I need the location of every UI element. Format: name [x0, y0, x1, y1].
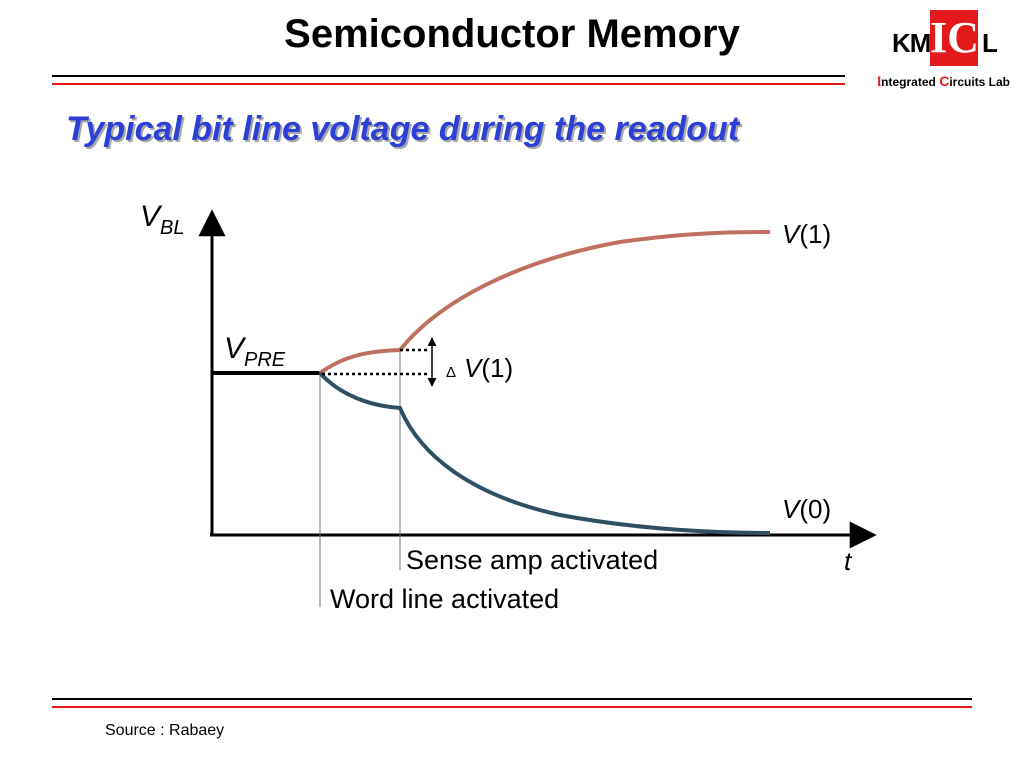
- logo-l: L: [982, 28, 998, 58]
- word-line-label: Word line activated: [330, 584, 559, 614]
- logo-km: KM: [892, 28, 931, 58]
- v0-label: V(0): [782, 494, 831, 524]
- sense-amp-label: Sense amp activated: [406, 545, 658, 575]
- x-axis-label: t: [844, 546, 853, 576]
- v1-label: V(1): [782, 219, 831, 249]
- y-axis-label: VBL: [140, 200, 184, 239]
- source-citation: Source : Rabaey: [105, 722, 225, 739]
- vpre-label: VPRE: [224, 332, 286, 371]
- kmicl-logo: KM IC L: [892, 8, 1010, 70]
- v0-curve: [318, 371, 771, 535]
- v1-curve: [318, 230, 771, 375]
- slide-subtitle: Typical bit line voltage during the read…: [66, 110, 740, 148]
- logo-subtitle: Integrated Circuits Lab: [877, 73, 1010, 89]
- slide-title: Semiconductor Memory: [284, 12, 740, 56]
- logo-ic: IC: [930, 10, 979, 66]
